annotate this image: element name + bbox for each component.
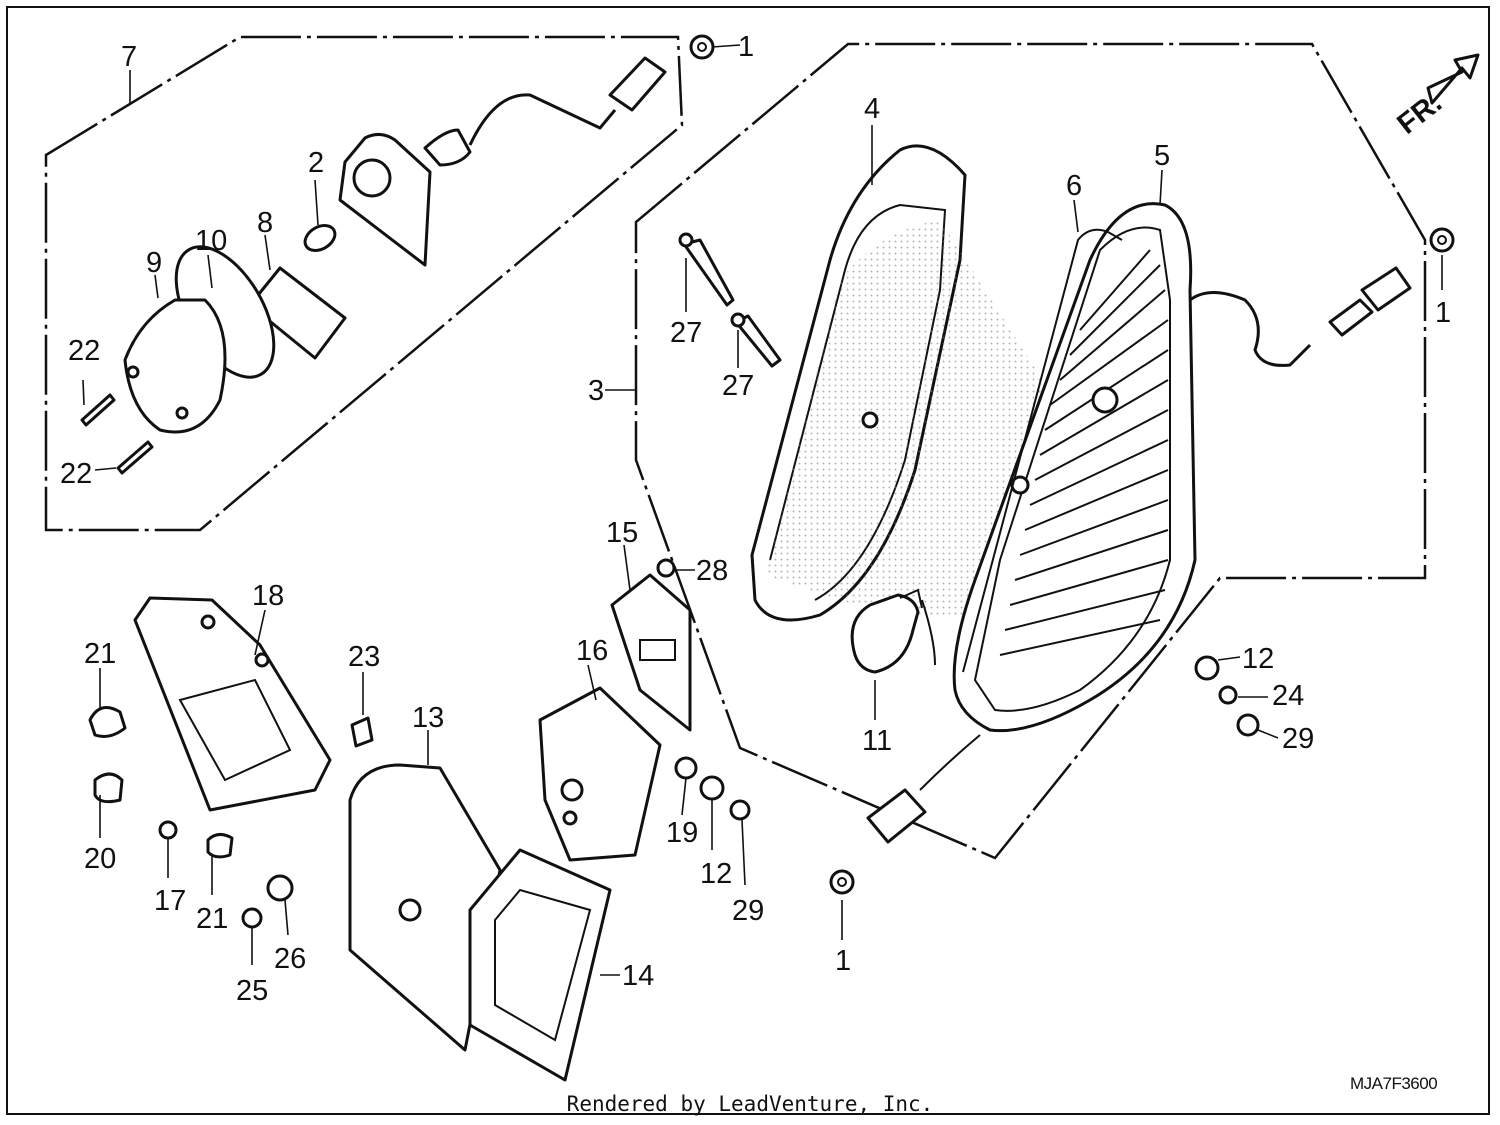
- callout-28: 28: [696, 555, 728, 587]
- lens-screw-parts: [678, 232, 782, 368]
- callout-26: 26: [274, 943, 306, 975]
- nut-washer-stack-right: [1194, 655, 1260, 737]
- callout-6: 6: [1066, 170, 1082, 202]
- license-plate-14: [468, 848, 612, 1082]
- callout-22: 22: [60, 458, 92, 490]
- license-mount-bracket-16: [538, 686, 662, 862]
- callout-21: 21: [84, 638, 116, 670]
- callout-2: 2: [308, 147, 324, 179]
- leader-lines: [82, 44, 1443, 976]
- callout-22: 22: [68, 335, 100, 367]
- callout-10: 10: [195, 225, 227, 257]
- callout-14: 14: [622, 960, 654, 992]
- callout-12: 12: [700, 858, 732, 890]
- callout-17: 17: [154, 885, 186, 917]
- callout-3: 3: [588, 375, 604, 407]
- callout-27: 27: [670, 317, 702, 349]
- reflector-plate-15: [610, 573, 692, 732]
- callout-21: 21: [196, 903, 228, 935]
- front-direction-arrow-icon: FR.: [1392, 53, 1480, 141]
- tail-light-housing-part: [866, 202, 1412, 844]
- callout-16: 16: [576, 635, 608, 667]
- callout-11: 11: [862, 725, 892, 757]
- grommet-parts: [689, 34, 1455, 895]
- callout-4: 4: [864, 93, 880, 125]
- license-seal-part: [248, 266, 347, 360]
- callout-1: 1: [1435, 297, 1451, 329]
- callout-23: 23: [348, 641, 380, 673]
- diagram-code: MJA7F3600: [1350, 1074, 1438, 1093]
- callout-29: 29: [1282, 723, 1314, 755]
- license-light-socket-part: [338, 56, 667, 267]
- callout-24: 24: [1272, 680, 1304, 712]
- license-bulb-part: [303, 224, 337, 252]
- callout-27: 27: [722, 370, 754, 402]
- tail-light-bulb-part: [850, 588, 936, 674]
- callout-13: 13: [412, 702, 444, 734]
- housing-gasket-part: [962, 228, 1123, 673]
- render-credit: Rendered by LeadVenture, Inc.: [566, 1092, 934, 1116]
- license-lens-part: [123, 298, 227, 434]
- callout-9: 9: [146, 247, 162, 279]
- callout-18: 18: [252, 580, 284, 612]
- callout-25: 25: [236, 975, 268, 1007]
- callout-8: 8: [257, 207, 273, 239]
- callout-19: 19: [666, 817, 698, 849]
- callout-15: 15: [606, 517, 638, 549]
- callout-5: 5: [1154, 140, 1170, 172]
- callout-1: 1: [738, 31, 754, 63]
- callout-29: 29: [732, 895, 764, 927]
- callout-7: 7: [121, 41, 137, 73]
- callout-1: 1: [835, 945, 851, 977]
- license-cover-13: [348, 763, 502, 1052]
- assembly-outline-3: [634, 42, 1427, 860]
- license-lens-screws: [80, 393, 154, 475]
- assembly-outline-7: [44, 35, 684, 532]
- bracket-bolt-parts: [88, 558, 751, 929]
- callout-12: 12: [1242, 643, 1274, 675]
- license-bracket-part-18: [133, 596, 332, 812]
- callout-20: 20: [84, 843, 116, 875]
- callout-numbers: 1 1 1 2 3 4 5 6 7 8 9 10 11 12 12 13 14 …: [60, 31, 1451, 1007]
